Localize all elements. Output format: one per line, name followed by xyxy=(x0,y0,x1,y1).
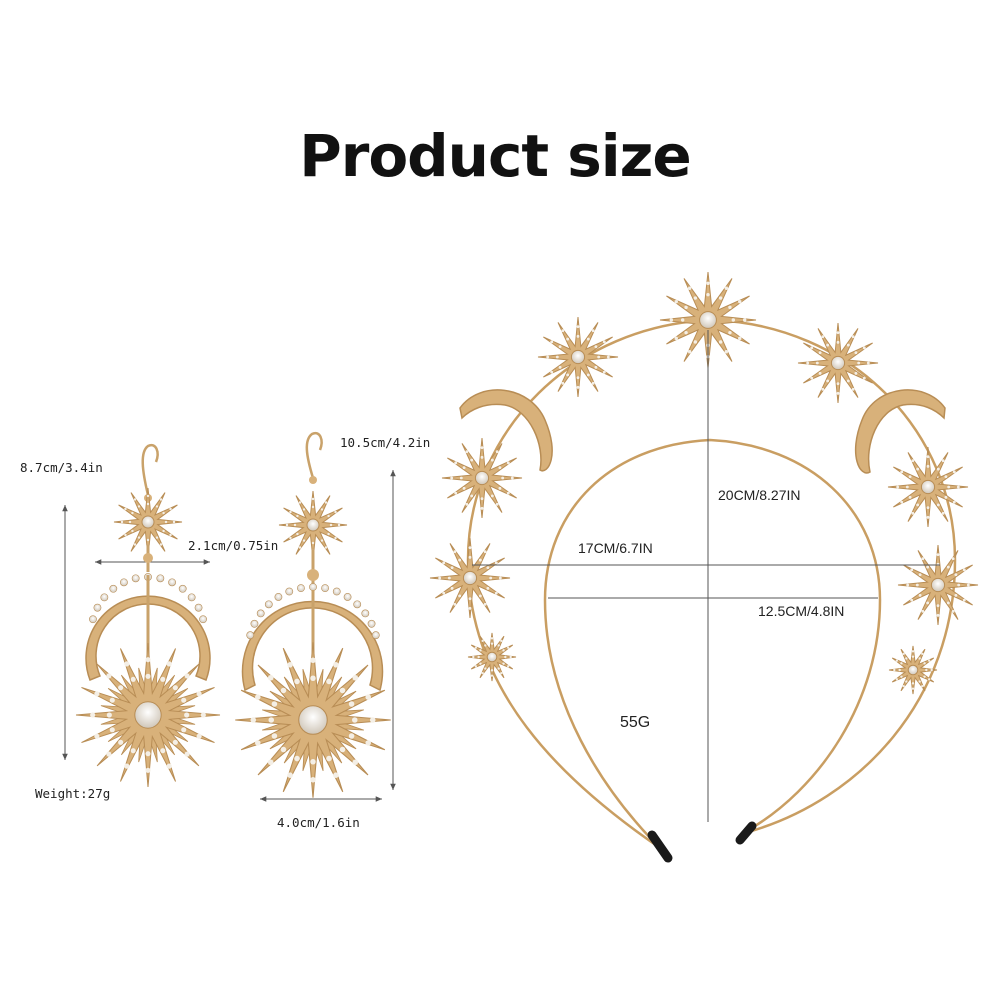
headband-weight-label: 55G xyxy=(620,714,651,731)
headband-star-6 xyxy=(429,537,511,619)
headband-star-4 xyxy=(441,437,523,519)
headband-star-3 xyxy=(797,322,879,404)
earring-left-height-label: 8.7cm/3.4in xyxy=(20,460,103,475)
headband-tip-right xyxy=(735,821,757,845)
headband-star-5 xyxy=(887,446,969,528)
earring-left-top-star xyxy=(113,487,183,557)
earring-bottom-width-label: 4.0cm/1.6in xyxy=(277,815,360,830)
earring-left xyxy=(75,443,221,788)
page-title: Product size xyxy=(299,122,692,190)
headband-moon-left xyxy=(459,389,553,472)
headband-star-7 xyxy=(897,544,979,626)
headband-star-9 xyxy=(888,645,938,695)
headband-star-8 xyxy=(467,632,517,682)
headband-height-label: 20CM/8.27IN xyxy=(718,487,801,503)
earring-right-height-label: 10.5cm/4.2in xyxy=(340,435,431,450)
earring-left-moon xyxy=(85,595,211,681)
earring-right-moon xyxy=(241,600,384,692)
headband-tip-left xyxy=(647,830,673,863)
headband-outer-width-label: 17CM/6.7IN xyxy=(578,540,653,556)
headband-inner-band xyxy=(543,438,882,857)
earring-right-big-star xyxy=(235,642,391,798)
headband-inner-width-label: 12.5CM/4.8IN xyxy=(758,603,845,619)
earring-measurements xyxy=(62,470,396,802)
earring-weight-label: Weight:27g xyxy=(35,786,111,801)
earring-right xyxy=(235,431,391,798)
headband-moon-right xyxy=(854,389,946,474)
headband-star-2 xyxy=(537,316,619,398)
headband-measurements xyxy=(472,330,940,822)
earring-left-big-star xyxy=(75,642,221,788)
earring-top-width-label: 2.1cm/0.75in xyxy=(188,538,279,553)
headband-stars xyxy=(429,271,979,695)
earring-right-top-star xyxy=(278,490,348,560)
